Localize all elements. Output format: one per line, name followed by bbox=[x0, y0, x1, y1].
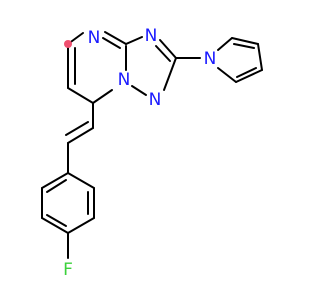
bond-pyr-c3-c4 bbox=[257, 43, 263, 71]
bond-ar-c6-c1 bbox=[41, 172, 69, 189]
atom-label-n-bridgehead: N bbox=[118, 70, 131, 90]
atom-label-n-triazole-lower: N bbox=[149, 90, 162, 110]
atom-labels: N N N N N F bbox=[63, 26, 216, 280]
bond-c8a-n8-inner bbox=[102, 37, 121, 49]
atom-label-n-triazole-upper: N bbox=[145, 26, 158, 46]
bond-ar-c6-c1-inner bbox=[46, 179, 67, 193]
aromatic-highlight-dot bbox=[64, 40, 72, 48]
atom-label-fluorine: F bbox=[63, 260, 73, 280]
molecule-structure-diagram: N N N N N F bbox=[41, 26, 263, 280]
bond-c8a-n8 bbox=[104, 31, 127, 45]
bond-c8a-n3 bbox=[125, 36, 143, 45]
bond-pyr-c4-c5-inner bbox=[236, 67, 257, 78]
bond-n3-c2-inner bbox=[155, 45, 171, 62]
bond-pyr-c2-c3-inner bbox=[233, 43, 255, 49]
bond-ar-c1-c2 bbox=[67, 172, 95, 189]
bond-n3-c2 bbox=[159, 39, 177, 59]
bond-ar-c4-c5 bbox=[41, 217, 69, 234]
bond-c7-n1 bbox=[92, 89, 113, 104]
bond-pyr-c2-c3 bbox=[231, 37, 259, 45]
atom-label-n-pyrimidine: N bbox=[88, 28, 101, 48]
bond-pyr-n-c2 bbox=[217, 37, 233, 51]
bond-pyr-c5-n bbox=[217, 67, 237, 83]
bond-pyr-c4-c5 bbox=[235, 69, 263, 83]
bond-ar-c3-c4 bbox=[67, 217, 95, 234]
bond-lines bbox=[41, 31, 263, 259]
bond-vinyl1-vinyl2 bbox=[67, 127, 94, 144]
bond-c6-c7 bbox=[67, 87, 94, 104]
atom-label-n-pyrrole: N bbox=[204, 49, 217, 69]
bond-vinyl1-vinyl2-inner bbox=[65, 121, 89, 136]
bond-ar-c4-c5-inner bbox=[46, 214, 67, 227]
bond-n2-n1 bbox=[131, 85, 147, 96]
bond-c2-n2 bbox=[163, 57, 177, 91]
